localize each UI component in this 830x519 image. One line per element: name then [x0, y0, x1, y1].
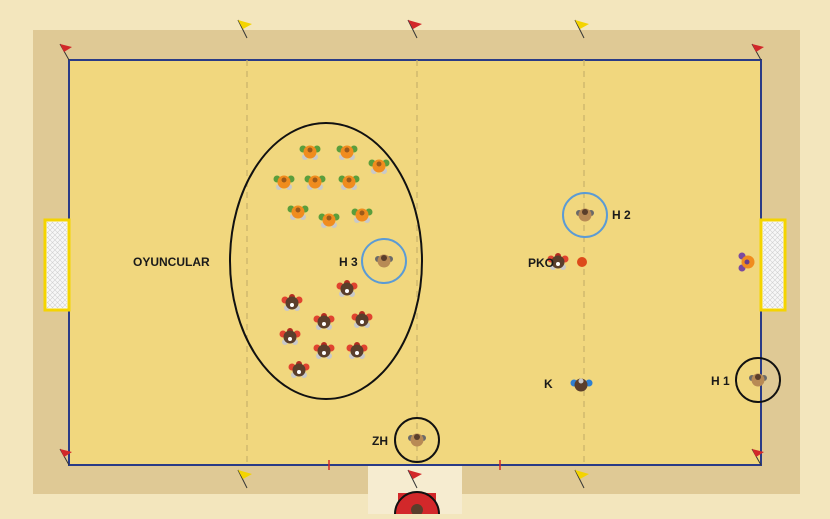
- referee-ring-h2: [562, 192, 608, 238]
- goal-icon: [43, 218, 71, 312]
- players-group-ellipse: [229, 122, 423, 400]
- corner-flag-icon: [751, 448, 764, 466]
- corner-flag-icon: [574, 19, 589, 39]
- players-group-label: OYUNCULAR: [133, 255, 210, 269]
- ball-icon: [577, 257, 587, 267]
- pko-label: PKO: [528, 256, 554, 270]
- official-ring-h1: [735, 357, 781, 403]
- referee-3-label: H 3: [339, 255, 358, 269]
- player-icon: [313, 313, 335, 330]
- player-icon: [336, 280, 358, 297]
- official-ring-zh: [394, 417, 440, 463]
- player-icon: [288, 361, 310, 378]
- corner-flag-icon: [59, 448, 72, 466]
- corner-flag-icon: [237, 19, 252, 39]
- player-icon: [281, 294, 303, 311]
- corner-flag-icon: [407, 469, 422, 489]
- corner-flag-icon: [407, 19, 422, 39]
- player-icon: [394, 491, 440, 519]
- corner-flag-icon: [574, 469, 589, 489]
- player-icon: [351, 311, 373, 328]
- player-icon: [738, 252, 755, 272]
- player-icon: [346, 342, 368, 359]
- player-icon: [570, 378, 593, 392]
- player-icon: [279, 328, 301, 345]
- referee-ring-h3: [361, 238, 407, 284]
- corner-flag-icon: [59, 43, 72, 61]
- playing-court: [68, 59, 762, 466]
- corner-flag-icon: [237, 469, 252, 489]
- keeper-label: K: [544, 377, 553, 391]
- corner-flag-icon: [751, 43, 764, 61]
- referee-2-label: H 2: [612, 208, 631, 222]
- referee-1-label: H 1: [711, 374, 730, 388]
- zh-label: ZH: [372, 434, 388, 448]
- player-icon: [313, 342, 335, 359]
- goal-icon: [759, 218, 787, 312]
